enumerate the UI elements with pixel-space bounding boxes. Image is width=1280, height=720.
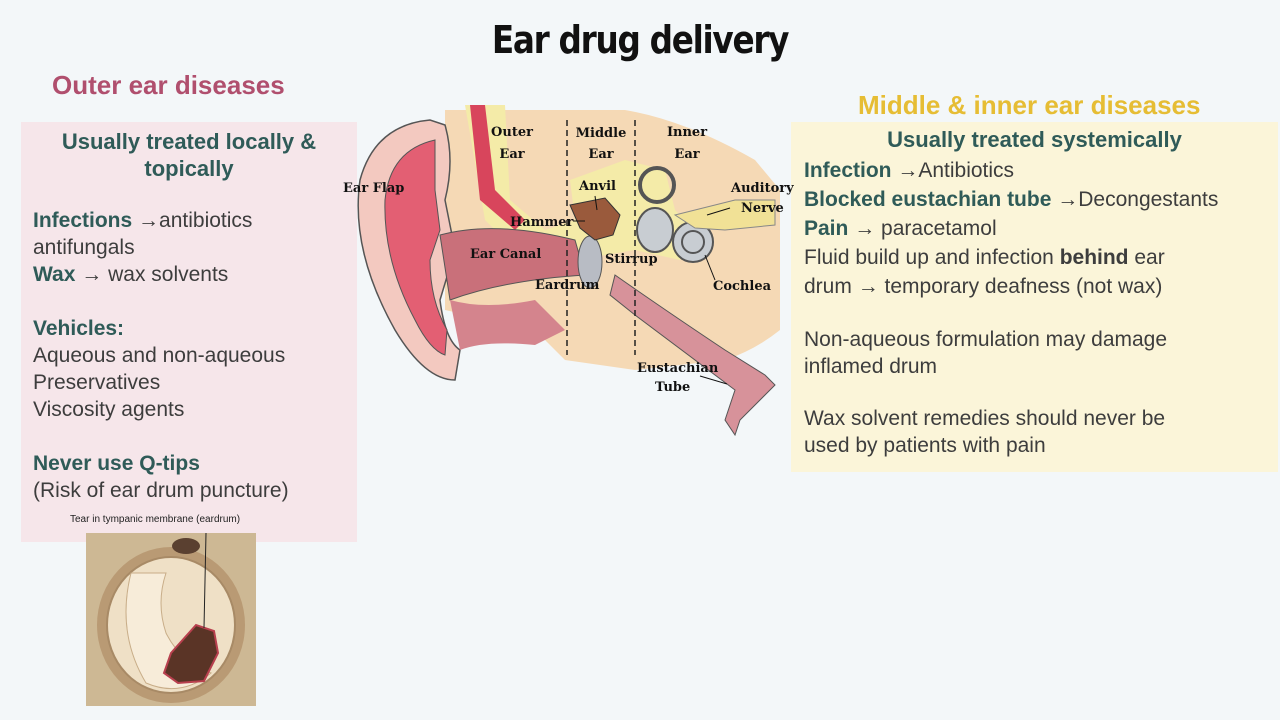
tympanic-tear-image [86,533,256,706]
canal-lower [450,300,565,350]
label-tube: Tube [655,380,690,395]
outer-ear-subheading: Usually treated locally & topically [61,129,317,181]
right-arrow-icon: → [897,159,919,182]
ear-anatomy-diagram: Outer Ear Middle Ear Inner Ear Ear Flap … [343,105,794,437]
infection-label: Infection [804,159,892,182]
inner-ear-heading: Middle & inner ear diseases [858,90,1201,120]
infections-value: antibiotics [159,209,253,232]
pain-line: Pain → paracetamol [804,214,1274,243]
svg-text:Ear: Ear [674,147,699,162]
label-auditory: Auditory [730,181,794,196]
inner-ear-body: Infection →Antibiotics Blocked eustachia… [804,156,1274,459]
outer-ear-body: Infections →antibiotics antifungals Wax … [33,207,353,504]
vehicle-item: Aqueous and non-aqueous [33,344,286,367]
vehicle-item: Preservatives [33,371,161,394]
label-hammer: Hammer [510,215,573,230]
label-eustachian: Eustachian [637,361,719,376]
outer-ear-heading: Outer ear diseases [52,70,285,100]
label-inner-ear: Inner [667,125,707,140]
never-qtips-note: (Risk of ear drum puncture) [33,479,289,502]
label-cochlea: Cochlea [713,279,772,294]
label-middle-ear: Middle [576,126,627,141]
svg-text:Ear: Ear [499,147,524,162]
label-ear-canal: Ear Canal [470,247,541,262]
infection-line: Infection →Antibiotics [804,156,1274,185]
infections-label: Infections [33,209,133,232]
wax-value: wax solvents [108,263,229,286]
blocked-label: Blocked eustachian tube [804,188,1052,211]
inner-ear-subheading: Usually treated systemically [887,127,1182,152]
right-arrow-icon: → [857,275,879,298]
label-stirrup: Stirrup [605,252,658,267]
eustachian-tube [609,274,776,437]
infection-value: Antibiotics [918,159,1015,182]
blocked-line: Blocked eustachian tube →Decongestants [804,185,1274,214]
infections-line: Infections →antibiotics [33,207,353,234]
inner-ear-panel: Usually treated systemically Infection →… [791,122,1278,472]
right-arrow-icon: → [1057,188,1079,211]
outer-ear-panel: Usually treated locally & topically Infe… [21,122,357,542]
wax-warning-line-1: Wax solvent remedies should never be [804,407,1166,430]
label-outer-ear: Outer [491,125,533,140]
wax-warning-line-2: used by patients with pain [804,434,1046,457]
infections-value-2: antifungals [33,236,135,259]
wax-line: Wax → wax solvents [33,261,353,288]
pain-label: Pain [804,217,849,240]
nonaqueous-line-2: inflamed drum [804,355,938,378]
wax-label: Wax [33,263,76,286]
right-arrow-icon: → [81,263,103,286]
membrane-tear [162,623,220,685]
label-ear-flap: Ear Flap [343,181,404,196]
skin-strip [470,105,525,230]
auditory-nerve [673,199,776,231]
fluid-line-1: Fluid build up and infection behind ear [804,246,1165,269]
blocked-value: Decongestants [1078,188,1219,211]
label-nerve: Nerve [741,201,784,216]
label-anvil: Anvil [578,179,616,194]
pain-value: paracetamol [881,217,997,240]
page-title: Ear drug delivery [491,18,790,62]
right-arrow-icon: → [138,209,160,232]
ear-flap-inner [384,139,448,356]
vestibule [636,207,674,253]
semicircular-canal [638,166,676,204]
fluid-line-2: drum → temporary deafness (not wax) [804,275,1163,298]
vehicles-label: Vehicles: [33,317,125,340]
vehicle-item: Viscosity agents [33,398,185,421]
never-qtips-label: Never use Q-tips [33,452,200,475]
nonaqueous-line-1: Non-aqueous formulation may damage [804,328,1168,351]
right-arrow-icon: → [854,217,876,240]
label-eardrum: Eardrum [535,278,600,293]
tear-caption: Tear in tympanic membrane (eardrum) [70,514,241,525]
svg-text:Ear: Ear [588,147,613,162]
ossicles [569,197,621,241]
